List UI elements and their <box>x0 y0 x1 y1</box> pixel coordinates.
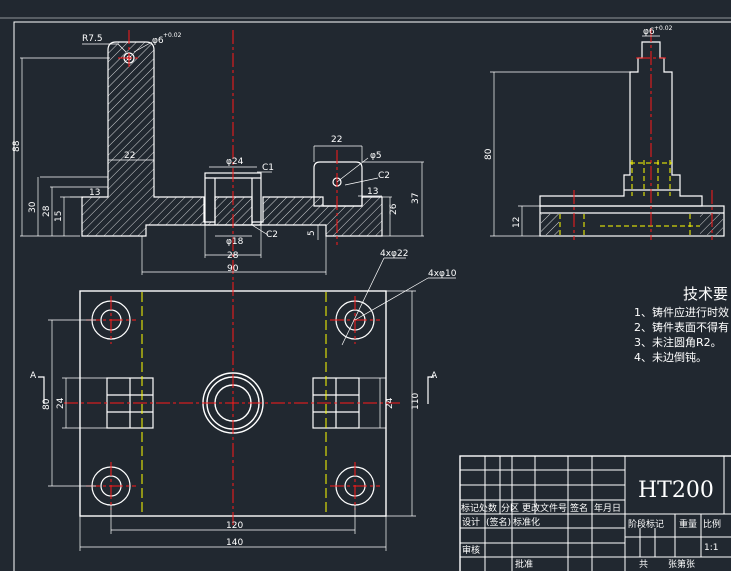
dim-w13-left: 13 <box>89 188 100 198</box>
dim-w120: 120 <box>226 521 243 531</box>
dim-side-h80: 80 <box>484 148 494 160</box>
dim-h5: 5 <box>307 230 317 236</box>
dim-w13-right: 13 <box>367 187 378 197</box>
material-label: HT200 <box>638 478 714 503</box>
section-marker-right: A <box>431 371 438 381</box>
dim-c2-bottom: C2 <box>266 230 278 240</box>
tb-label-mark: 标记 <box>461 502 479 514</box>
tb-label-change-doc: 更改文件号 <box>522 502 567 514</box>
dim-phi24: φ24 <box>226 157 244 167</box>
tech-notes-title: 技术要 <box>683 285 728 303</box>
tb-label-stage: 阶段标记 <box>628 518 664 530</box>
dim-top-h24-left: 24 <box>56 397 66 409</box>
dim-top-h24-right: 24 <box>385 397 395 409</box>
dim-c1: C1 <box>262 163 274 173</box>
title-block: HT200 标记 处数 分区 更改文件号 签名 年月日 设计 (签名) 标准化 … <box>459 455 731 571</box>
tb-label-weight: 重量 <box>679 518 697 530</box>
dim-h15: 15 <box>54 211 64 222</box>
front-view: R7.5 φ6 +0.02 88 30 28 15 22 13 φ24 C1 2… <box>12 30 424 280</box>
tb-label-design: 设计 <box>462 516 480 528</box>
top-view: 4xφ22 4xφ10 80 24 24 110 120 140 A A <box>30 249 457 551</box>
dim-h88: 88 <box>12 140 22 152</box>
tb-label-signature: (签名) <box>486 516 511 528</box>
dim-h30: 30 <box>28 201 38 213</box>
side-view-dimension-lines <box>490 35 660 237</box>
drawing-frame <box>0 17 731 571</box>
front-view-section-body <box>81 41 383 237</box>
dim-holes-22: 4xφ22 <box>380 249 408 259</box>
tech-note-2: 2、铸件表面不得有 <box>634 320 729 334</box>
dim-w140: 140 <box>226 538 243 548</box>
side-view-centerlines <box>573 28 713 240</box>
tech-note-3: 3、未注圆角R2。 <box>634 335 722 349</box>
dim-w22-right: 22 <box>331 135 342 145</box>
tb-label-sign: 签名 <box>570 502 588 514</box>
technical-notes: 技术要 1、铸件应进行时效 2、铸件表面不得有 3、未注圆角R2。 4、未边倒钝… <box>634 285 729 364</box>
tb-label-approve: 批准 <box>515 558 533 570</box>
tech-note-1: 1、铸件应进行时效 <box>634 305 729 319</box>
tb-label-count: 处数 <box>479 502 497 514</box>
tb-scale-value: 1:1 <box>704 543 718 553</box>
side-view-hidden-lines <box>559 160 700 236</box>
tb-label-review: 审核 <box>462 544 480 556</box>
tb-label-scale: 比例 <box>703 518 721 530</box>
dim-h28: 28 <box>42 205 52 217</box>
tech-note-4: 4、未边倒钝。 <box>634 350 707 364</box>
tb-label-zone: 分区 <box>501 503 519 514</box>
dim-c2-right: C2 <box>378 171 390 181</box>
side-view-hatch-left <box>541 214 559 235</box>
dim-h26: 26 <box>389 203 399 215</box>
dim-side-h12: 12 <box>512 217 522 228</box>
dim-h37: 37 <box>411 193 421 204</box>
dim-w90: 90 <box>227 264 239 274</box>
top-view-dimension-lines <box>38 257 456 551</box>
dim-phi18: φ18 <box>226 237 244 247</box>
tb-label-sheet: 共 <box>639 559 648 570</box>
front-view-dimension-lines <box>20 41 424 275</box>
front-view-centerlines <box>118 30 338 280</box>
dim-w22-left: 22 <box>124 151 135 161</box>
side-view: φ6 +0.02 80 12 <box>484 25 725 240</box>
dim-w28: 28 <box>227 251 239 261</box>
dim-front-phi6: φ6 <box>152 36 164 46</box>
dim-r7-5: R7.5 <box>82 34 103 44</box>
section-marker-left: A <box>30 371 37 381</box>
dim-top-h110: 110 <box>411 393 421 410</box>
tb-label-date: 年月日 <box>594 502 621 514</box>
dim-top-h80: 80 <box>42 398 52 410</box>
side-view-outline <box>539 41 725 237</box>
dim-phi5: φ5 <box>370 151 382 161</box>
dim-side-phi6: φ6 <box>643 27 655 37</box>
tb-label-sheet-of: 张第张 <box>668 558 695 570</box>
top-view-hidden-lines <box>141 292 327 515</box>
dim-front-phi6-tolerance: +0.02 <box>163 32 182 39</box>
dim-holes-10: 4xφ10 <box>428 269 457 279</box>
dim-side-phi6-tolerance: +0.02 <box>654 25 673 32</box>
front-view-right-boss <box>313 161 363 207</box>
tb-label-standardization: 标准化 <box>513 516 540 528</box>
top-view-centerlines <box>64 282 402 525</box>
